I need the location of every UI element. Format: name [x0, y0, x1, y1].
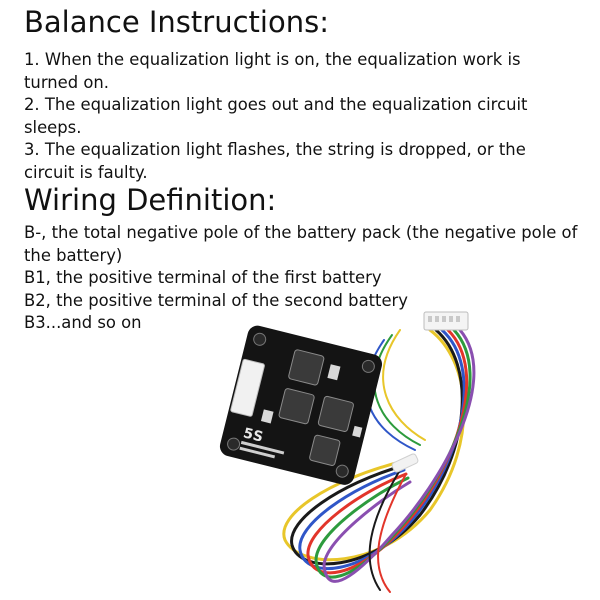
wire-strand-left-2: [373, 334, 421, 446]
balance-instructions-heading: Balance Instructions:: [24, 5, 329, 39]
wire-yellow: [282, 328, 466, 562]
wiring-definition-list: B-, the total negative pole of the batte…: [24, 222, 584, 335]
list-item: 3. The equalization light flashes, the s…: [24, 140, 526, 182]
list-item: B2, the positive terminal of the second …: [24, 290, 408, 310]
list-item: B3...and so on: [24, 313, 142, 332]
list-item: 2. The equalization light goes out and t…: [24, 95, 528, 137]
balancer-board-image: 5S: [219, 325, 383, 485]
list-item: B1, the positive terminal of the first b…: [24, 268, 382, 287]
wire-strand-tail-2: [377, 473, 407, 593]
wire-strand-left: [382, 329, 426, 441]
wire-black: [290, 328, 464, 566]
balance-instructions-list: 1. When the equalization light is on, th…: [24, 49, 574, 184]
board-silkscreen-label: 5S: [242, 425, 265, 445]
list-item: 1. When the equalization light is on, th…: [24, 50, 521, 92]
wire-blue: [298, 328, 466, 571]
wire-strand-left-3: [365, 339, 416, 451]
wire-purple: [322, 328, 476, 583]
wiring-definition-heading: Wiring Definition:: [24, 183, 277, 217]
wire-green: [314, 328, 472, 579]
wire-red: [306, 328, 469, 575]
wire-strand-tail: [368, 469, 401, 591]
cable-tie: [391, 453, 419, 473]
list-item: B-, the total negative pole of the batte…: [24, 223, 578, 265]
wire-harness-image: [282, 328, 476, 593]
